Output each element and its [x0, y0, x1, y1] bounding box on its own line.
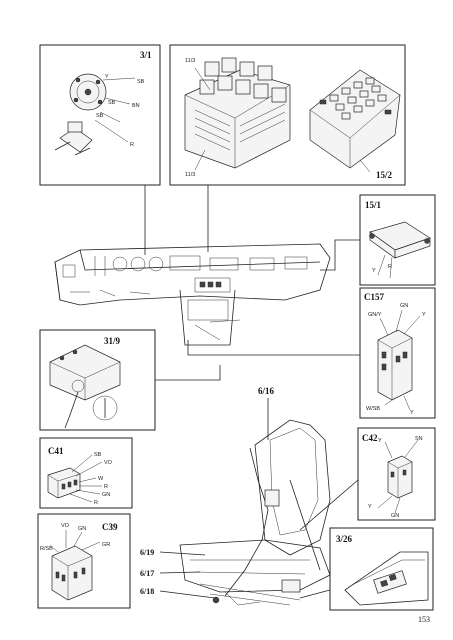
c42-callout-1: SN	[415, 436, 423, 442]
heater-title: 31/9	[104, 336, 121, 346]
c39-title: C39	[102, 522, 118, 532]
c42-callout-2: Y	[368, 504, 372, 510]
ign-callout-5: BN	[132, 103, 140, 109]
c41-callout-0: SB	[94, 452, 102, 458]
ignition-switch-panel: 3/1 Y SB SB BN SB R	[39, 44, 161, 186]
ign-callout-1: Y	[105, 74, 109, 80]
c41-callout-3: R	[104, 484, 108, 490]
c157-title: C157	[364, 292, 384, 302]
c41-callout-5: R	[94, 500, 98, 506]
leader-c42	[299, 479, 359, 531]
seat-item-leaders	[159, 551, 216, 599]
seat-item-6-19: 6/19	[140, 548, 154, 557]
c39-callout-1: R/SB	[40, 546, 53, 552]
c157-callout-3: W/SB	[366, 406, 380, 412]
seat-item-6-18: 6/18	[140, 587, 154, 596]
connector-c42-panel: C42 Y SN Y GN	[357, 427, 436, 521]
leader-c157	[187, 340, 360, 356]
door-switch-title: 3/26	[336, 534, 353, 544]
fuse-box-drawing	[309, 69, 401, 173]
seat-drawing	[179, 419, 331, 606]
c157-callout-0: GN	[400, 303, 408, 309]
relay-central-drawing	[184, 57, 291, 171]
ign-callout-0: SB	[137, 79, 145, 85]
c157-callout-2: Y	[422, 312, 426, 318]
c39-callout-2: GN	[78, 526, 86, 532]
ign-callout-3: R	[130, 142, 134, 148]
control-module-panel: 15/1 Y R	[359, 194, 436, 286]
dashboard-drawing	[54, 243, 331, 346]
ignition-switch-drawing	[54, 73, 136, 156]
connector-c39-panel: C39 VO R/SB GN GR	[37, 513, 131, 609]
connector-c157-panel: C157 GN GN/Y Y W/SB Y	[359, 287, 436, 419]
c42-callout-3: GN	[391, 513, 399, 519]
relay-bottom-label: 11/3	[185, 172, 195, 178]
door-switch-panel: 3/26	[329, 527, 434, 611]
page-number: 153	[418, 615, 430, 624]
heater-module-panel: 31/9	[39, 329, 156, 431]
control-module-title: 15/1	[365, 200, 382, 210]
ignition-switch-title: 3/1	[140, 50, 152, 60]
control-module-callout-0: Y	[372, 268, 376, 274]
c157-callout-1: GN/Y	[368, 312, 382, 318]
relay-fuse-panel: 11/3 11/3 15/2	[169, 44, 406, 186]
fuse-box-title: 15/2	[376, 170, 393, 180]
c42-callout-0: Y	[378, 438, 382, 444]
relay-top-label: 11/3	[185, 58, 195, 64]
leader-heater	[155, 365, 221, 381]
c41-title: C41	[48, 446, 64, 456]
leader-door-switch	[299, 589, 331, 599]
c157-callout-4: Y	[410, 410, 414, 416]
leader-control-module	[320, 239, 360, 271]
seat-title: 6/16	[258, 386, 275, 396]
c39-callout-0: VO	[61, 523, 70, 529]
c41-callout-4: GN	[102, 492, 110, 498]
ign-callout-4: SB	[96, 113, 104, 119]
seat-item-6-17: 6/17	[140, 569, 154, 578]
c41-callout-1: VO	[104, 460, 113, 466]
control-module-callout-1: R	[388, 264, 392, 270]
connector-c41-panel: C41 SB VO W R GN R	[39, 437, 133, 509]
ign-callout-2: SB	[108, 100, 116, 106]
c42-title: C42	[362, 433, 378, 443]
c39-callout-3: GR	[102, 542, 110, 548]
c41-callout-2: W	[98, 476, 104, 482]
